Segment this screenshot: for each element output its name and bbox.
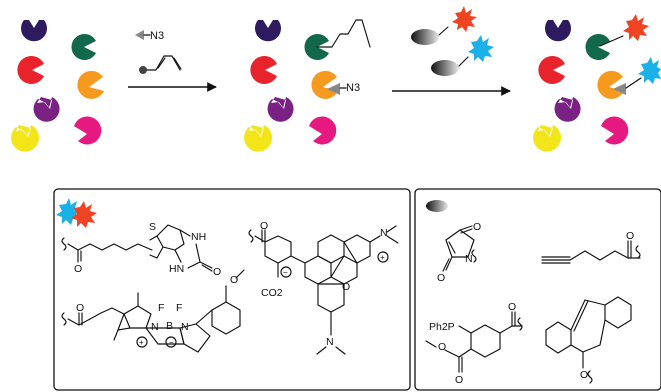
azide-tag-icon [613,83,626,95]
blue-burst-icon [468,35,494,62]
navy-receptor [255,20,281,42]
cyclooctyne-structure: O [545,296,632,384]
navy-receptor [545,20,571,42]
bodipy-plus: + [139,338,144,347]
stage-1-receptors [11,20,104,152]
maleimide-structure: O O N [437,221,481,284]
bodipy-structure: O N + B F F − N O [61,269,245,353]
rhodamine-n-bottom: N [326,336,334,348]
bodipy-b: B [166,320,173,332]
red-burst-icon [623,14,649,41]
rhodamine-plus: + [380,253,385,262]
biotin-nh-top: NH [191,231,206,243]
phosphine-structure: Ph2P O O O [425,301,523,386]
bodipy-minus: − [169,338,174,347]
red-receptor [250,55,277,85]
yellow-receptor [11,125,40,152]
biotin-s: S [149,221,156,233]
bodipy-methoxy-o: O [230,274,238,286]
yellow-receptor [533,125,562,152]
green-receptor [71,34,96,60]
rhodamine-n-top: N [380,227,388,239]
azide-bound-label: N3 [346,82,360,94]
blue-burst-icon [638,57,661,84]
maleimide-n: N [465,253,473,265]
bodipy-f1: F [158,302,164,314]
phosphine-ph2p: Ph2P [429,321,455,333]
red-burst-icon [452,6,477,32]
green-receptor [585,34,610,60]
grey-oval-linker-icon [431,60,459,76]
linker-legend-oval-icon [426,200,448,212]
purple-receptor [267,97,294,122]
biotin-urea-o: O [213,266,221,278]
cyclooctyne-o: O [580,369,588,381]
rhodamine-minus: − [283,268,288,277]
bodipy-f2: F [176,302,182,314]
purple-receptor [554,97,581,122]
alkyne-acid-structure: O [541,230,641,264]
fluorophore-panel [53,188,411,391]
grey-oval-linker-icon [411,29,439,45]
orange-receptor [597,70,624,99]
maleimide-o2: O [437,272,445,284]
azide-label: N3 [150,30,164,42]
bodipy-carbonyl-o: O [76,302,84,314]
alkyne-acid-o: O [626,230,634,242]
orange-receptor [311,70,338,99]
phosphine-ester-o: O [438,341,446,353]
arrow-2-reagents [411,6,494,76]
phosphine-ketone-o: O [508,301,516,313]
phosphine-carbonyl-o: O [455,374,463,386]
fluorophore-legend-icon [56,198,97,228]
purple-receptor [33,97,60,122]
stage-2-tagged-receptors: N3 [244,19,371,152]
diene-anchor-dot [139,66,147,74]
rhodamine-ring-o: O [342,281,350,293]
bodipy-n1: N [151,321,159,333]
pink-receptor [309,116,337,145]
linker-panel [414,188,661,391]
pink-receptor [74,116,102,145]
stage-3-labeled-receptors [533,14,661,152]
red-receptor [538,55,565,85]
biotin-carbonyl-o: O [74,263,82,275]
red-receptor [17,55,44,84]
pink-receptor [601,116,629,145]
rhodamine-co2: CO2 [261,287,283,299]
biotin-structure: O S NH HN O [61,221,221,278]
navy-receptor [21,20,48,42]
maleimide-o1: O [473,221,481,233]
azide-tag-icon [135,30,144,40]
arrow-1-reagents: N3 [135,30,182,74]
biotin-hn-bottom: HN [169,263,184,275]
yellow-receptor [244,125,273,152]
rhodamine-structure: O CO2 − N + O N [248,220,399,355]
orange-receptor [77,70,104,99]
rhodamine-carbonyl-o: O [260,220,268,232]
azide-tag-icon [327,83,340,95]
